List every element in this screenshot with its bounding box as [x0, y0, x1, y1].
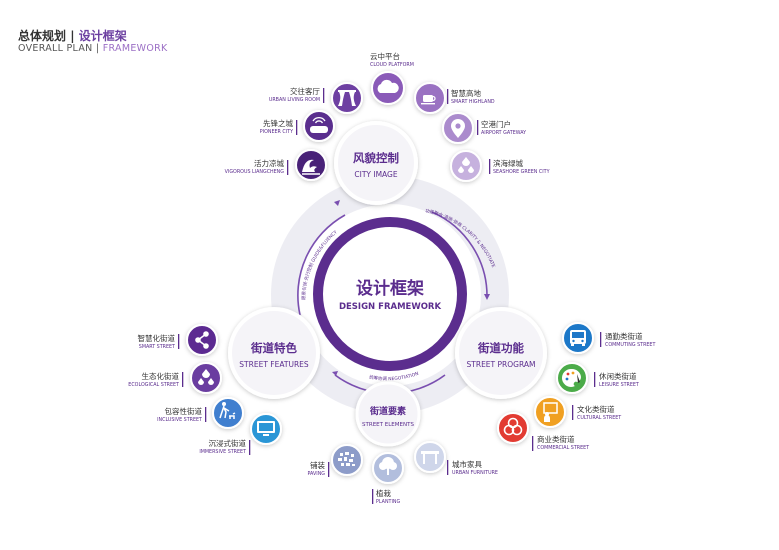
item-label: 先锋之城 [263, 118, 293, 128]
item-sublabel: CLOUD PLATFORM [370, 62, 414, 68]
page-title: 总体规划 | 设计框架 [18, 29, 127, 43]
item-label: 活力凉城 [254, 158, 284, 168]
item-urban-living-room[interactable]: 交往客厅 URBAN LIVING ROOM [269, 82, 363, 114]
item-label: 滨海绿城 [493, 158, 523, 168]
arrow-head-left [334, 200, 340, 206]
item-ecological-street[interactable]: 生态化街道 ECOLOGICAL STREET [128, 362, 222, 394]
center-subtitle: DESIGN FRAMEWORK [339, 302, 442, 312]
item-sublabel: CULTURAL STREET [577, 415, 621, 421]
connector-arc-left [297, 214, 346, 316]
table-icon [421, 451, 439, 464]
item-label: 文化类街道 [577, 404, 615, 414]
hub-sublabel: STREET FEATURES [239, 360, 309, 369]
item-label: 休闲类街道 [599, 371, 637, 381]
item-label: 沉浸式街道 [209, 438, 247, 448]
item-label: 铺装 [310, 460, 325, 470]
item-smart-highland[interactable]: 智慧高地 SMART HIGHLAND [414, 82, 495, 114]
monitor-icon [257, 421, 275, 436]
item-label: 城市家具 [452, 459, 482, 469]
bus-icon [570, 330, 586, 346]
coffee-cup-icon [421, 95, 436, 105]
item-label: 商业类街道 [537, 434, 575, 444]
arrow-head-bottom [332, 371, 338, 376]
vr-glasses-icon [310, 117, 328, 133]
item-sublabel: SMART STREET [139, 344, 175, 350]
item-sublabel: IMMERSIVE STREET [199, 449, 246, 455]
hub-street-features[interactable]: 街道特色 STREET FEATURES [228, 307, 320, 399]
hub-label: 街道要素 [369, 405, 406, 417]
item-sublabel: VIGOROUS LIANGCHENG [225, 169, 285, 175]
item-sublabel: COMMERCIAL STREET [537, 445, 589, 451]
item-sublabel: SMART HIGHLAND [451, 99, 495, 105]
person-board-icon [543, 402, 558, 422]
drops-icon [198, 369, 214, 385]
item-sublabel: INCLUSIVE STREET [157, 417, 202, 423]
hub-sublabel: STREET PROGRAM [467, 360, 536, 369]
palette-icon [561, 368, 582, 387]
item-cultural-street[interactable]: 文化类街道 CULTURAL STREET [534, 396, 621, 428]
page-subtitle: OVERALL PLAN | FRAMEWORK [18, 43, 168, 54]
item-paving[interactable]: 铺装 PAVING [307, 444, 363, 477]
cloud-icon [377, 79, 399, 93]
share-icon [195, 331, 209, 349]
hub-label: 街道功能 [477, 341, 524, 355]
hub-street-elements[interactable]: 街道要素 STREET ELEMENTS [355, 381, 421, 447]
item-vigorous-liangcheng[interactable]: 活力凉城 VIGOROUS LIANGCHENG [225, 149, 327, 181]
center-circle [313, 217, 467, 371]
item-seashore-green-city[interactable]: 滨海绿城 SEASHORE GREEN CITY [450, 150, 550, 182]
arrow-head-right [484, 294, 490, 300]
item-sublabel: AIRPORT GATEWAY [481, 130, 526, 136]
item-leisure-street[interactable]: 休闲类街道 LEISURE STREET [556, 362, 639, 394]
item-sublabel: ECOLOGICAL STREET [128, 382, 179, 388]
hub-street-program[interactable]: 街道功能 STREET PROGRAM [455, 307, 547, 399]
circles-icon [503, 417, 523, 436]
hub-sublabel: STREET ELEMENTS [362, 422, 414, 428]
item-sublabel: PAVING [307, 471, 325, 477]
item-commuting-street[interactable]: 通勤类街道 COMMUTING STREET [562, 322, 655, 354]
curtain-icon [338, 90, 356, 106]
hub-city-image[interactable]: 风貌控制 CITY IMAGE [334, 121, 418, 205]
item-immersive-street[interactable]: 沉浸式街道 IMMERSIVE STREET [199, 413, 282, 455]
paving-icon [338, 452, 355, 466]
item-label: 云中平台 [370, 51, 400, 61]
tree-icon [379, 457, 397, 475]
hub-label: 风貌控制 [353, 151, 399, 165]
item-label: 空港门户 [481, 119, 511, 129]
connector-arc-right [431, 211, 488, 299]
item-sublabel: URBAN FURNITURE [452, 470, 498, 476]
item-label: 智慧化街道 [138, 333, 176, 343]
ring-label-bottom: 统筹协调 NEGOTIATION [369, 371, 420, 382]
item-sublabel: URBAN LIVING ROOM [269, 97, 320, 103]
item-urban-furniture[interactable]: 城市家具 URBAN FURNITURE [414, 441, 498, 476]
item-label: 包容性街道 [165, 406, 203, 416]
wave-icon [302, 159, 320, 175]
item-label: 生态化街道 [142, 371, 180, 381]
item-inclusive-street[interactable]: 包容性街道 INCLUSIVE STREET [157, 397, 244, 429]
item-label: 植栽 [376, 488, 391, 498]
item-sublabel: SEASHORE GREEN CITY [493, 169, 550, 175]
item-cloud-platform[interactable]: 云中平台 CLOUD PLATFORM [370, 51, 414, 105]
hub-label: 街道特色 [250, 341, 297, 355]
item-sublabel: COMMUTING STREET [605, 342, 655, 348]
water-drops-icon [458, 157, 474, 173]
item-pioneer-city[interactable]: 先锋之城 PIONEER CITY [260, 110, 335, 142]
item-label: 通勤类街道 [605, 331, 643, 341]
item-commercial-street[interactable]: 商业类街道 COMMERCIAL STREET [497, 412, 589, 451]
item-sublabel: LEISURE STREET [599, 382, 639, 388]
location-pin-icon [451, 119, 465, 138]
item-label: 智慧高地 [451, 88, 481, 98]
item-sublabel: PLANTING [376, 499, 400, 505]
item-airport-gateway[interactable]: 空港门户 AIRPORT GATEWAY [442, 112, 526, 144]
item-label: 交往客厅 [290, 86, 320, 96]
center-title: 设计框架 [356, 278, 424, 299]
item-sublabel: PIONEER CITY [260, 129, 293, 135]
item-planting[interactable]: 植栽 PLANTING [372, 452, 404, 505]
hub-sublabel: CITY IMAGE [354, 170, 397, 179]
dog-walker-icon [219, 402, 236, 419]
item-smart-street[interactable]: 智慧化街道 SMART STREET [138, 324, 218, 356]
